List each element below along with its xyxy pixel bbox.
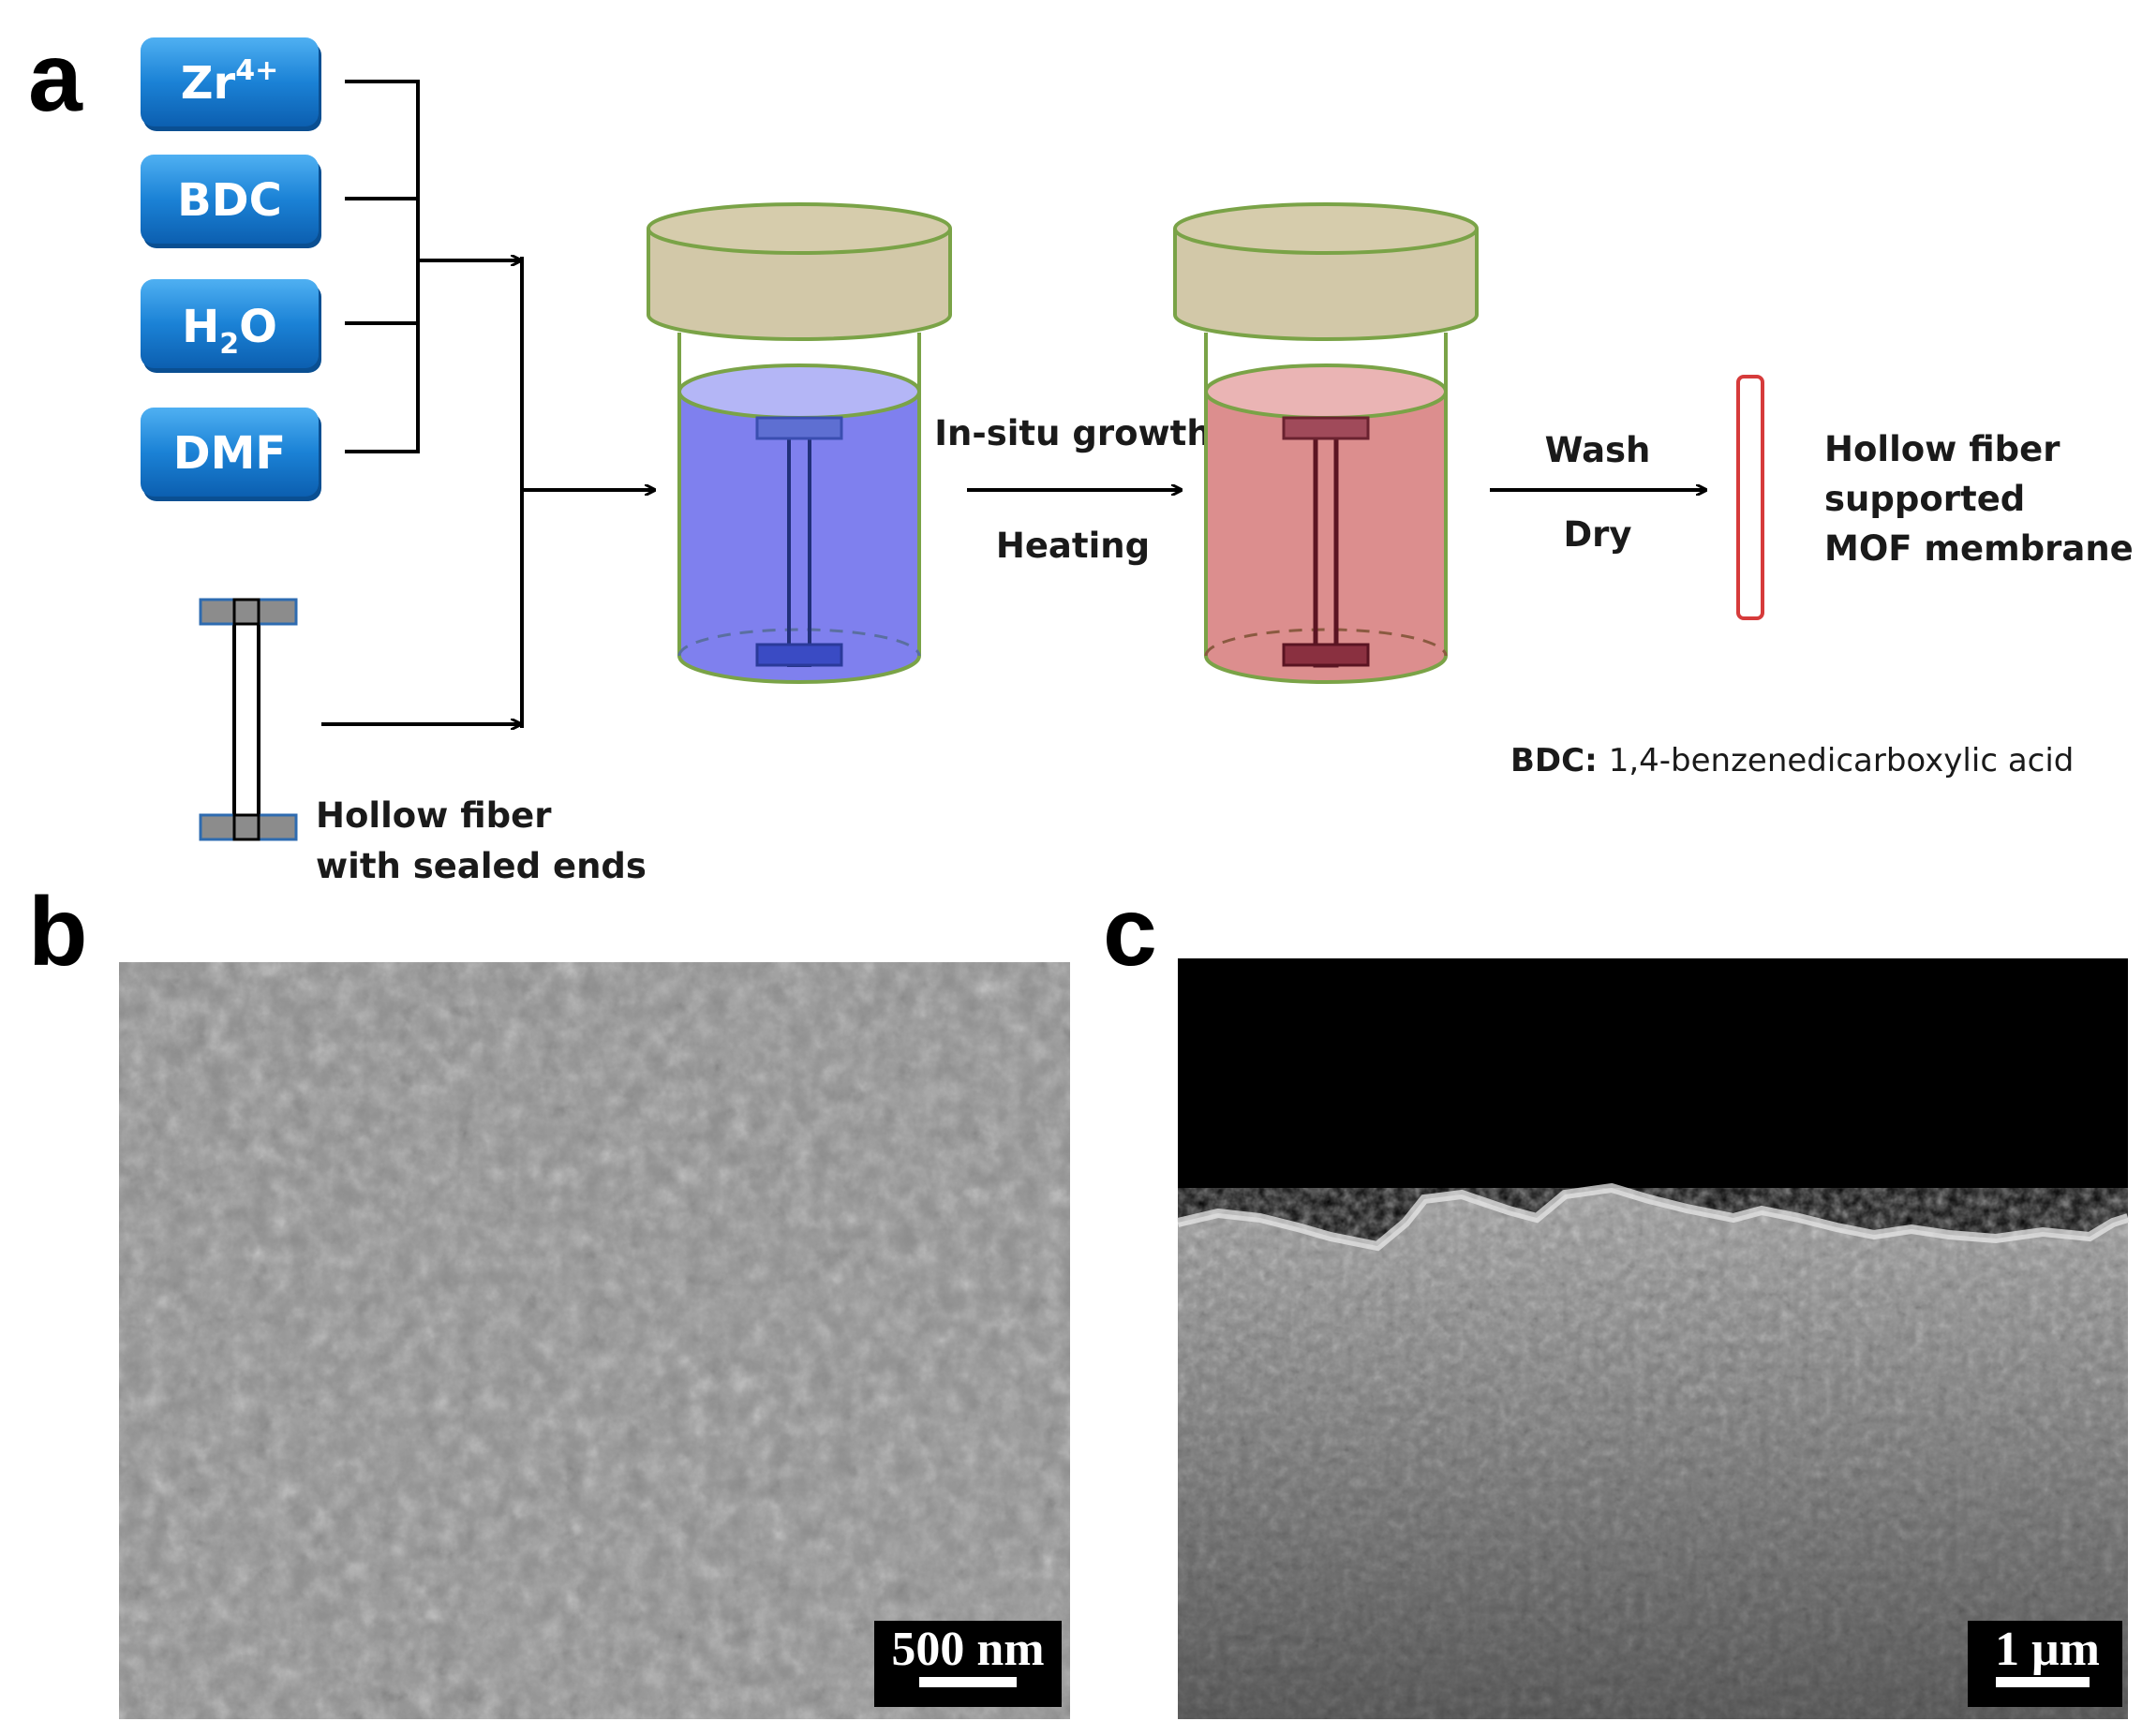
abbreviation-note: BDC:1,4-benzenedicarboxylic acid <box>1510 742 2074 779</box>
reagent-bracket <box>345 80 520 453</box>
svg-text:supported: supported <box>1824 479 2025 519</box>
reaction-vessel-blue <box>647 202 952 684</box>
svg-text:DMF: DMF <box>173 427 286 480</box>
reagent-bdc: BDC <box>141 155 321 248</box>
merge-line <box>520 257 654 728</box>
reagent-zr: Zr4+ <box>141 37 321 131</box>
product-label: Hollow fiber supported MOF membrane <box>1824 429 2134 569</box>
sem-image-surface: 500 nm <box>119 962 1070 1719</box>
panel-label-b: b <box>28 878 88 987</box>
svg-text:MOF membrane: MOF membrane <box>1824 528 2134 569</box>
svg-text:Wash: Wash <box>1545 430 1651 470</box>
step2-arrow: Wash Dry <box>1490 430 1705 555</box>
svg-text:with sealed ends: with sealed ends <box>316 846 647 886</box>
panel-label-c: c <box>1103 878 1157 987</box>
svg-text:In-situ growth: In-situ growth <box>934 413 1211 453</box>
svg-text:Heating: Heating <box>996 526 1150 566</box>
svg-text:Dry: Dry <box>1563 514 1631 555</box>
scale-bar-c <box>1996 1677 2090 1687</box>
step1-arrow: In-situ growth Heating <box>934 413 1211 566</box>
sem-image-cross-section: 1 μm <box>1176 958 2130 1719</box>
svg-text:Hollow fiber: Hollow fiber <box>1824 429 2060 469</box>
reagent-h2o: H2O <box>141 279 321 373</box>
fiber-label: Hollow fiber with sealed ends <box>316 795 647 886</box>
reaction-vessel-red <box>1173 202 1479 684</box>
panel-label-a: a <box>28 23 83 132</box>
svg-text:BDC: BDC <box>177 174 282 227</box>
svg-text:H2O: H2O <box>182 301 277 361</box>
svg-text:Hollow fiber: Hollow fiber <box>316 795 552 836</box>
svg-text:Zr4+: Zr4+ <box>181 54 279 110</box>
reagent-dmf: DMF <box>141 408 321 501</box>
mof-membrane-tube <box>1736 375 1764 620</box>
scale-bar-b-box <box>874 1621 1062 1707</box>
hollow-fiber-sealed <box>199 598 298 841</box>
scale-bar-c-box <box>1968 1621 2122 1707</box>
scale-bar-b-label: 500 nm <box>891 1623 1044 1676</box>
scale-bar-b <box>919 1677 1017 1687</box>
scale-bar-c-label: 1 μm <box>1995 1623 2100 1676</box>
